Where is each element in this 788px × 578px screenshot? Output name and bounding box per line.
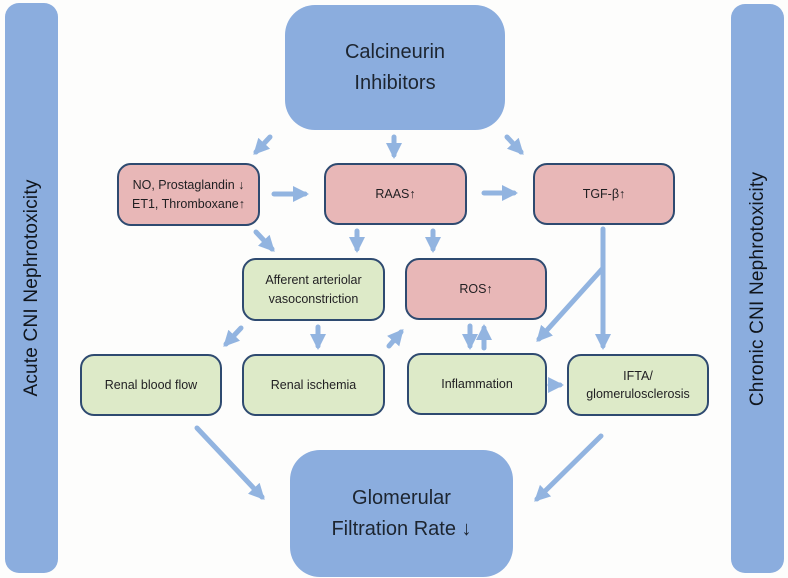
node-label: ROS↑	[459, 281, 493, 296]
node-label: TGF-β↑	[582, 186, 626, 201]
sidebar-acute-label: Acute CNI Nephrotoxicity	[20, 179, 42, 397]
edge-renal_blood_flow-gfr	[194, 425, 265, 500]
edge-afferent-renal_blood_flow	[223, 325, 244, 347]
node-label: Calcineurin Inhibitors	[344, 40, 446, 94]
edge-ifta-gfr	[534, 433, 604, 502]
node-label: RAAS↑	[375, 186, 416, 201]
node-renal-ischemia: Renal ischemia	[242, 354, 385, 416]
node-label: Glomerular Filtration Rate ↓	[331, 486, 472, 540]
node-renal-blood-flow: Renal blood flow	[80, 354, 222, 416]
node-raas: RAAS↑	[324, 163, 467, 225]
node-no-prostaglandin-et1-thromboxane: NO, Prostaglandin ↓ ET1, Thromboxane↑	[117, 163, 260, 226]
node-inflammation: Inflammation	[407, 353, 547, 415]
edge-calcineurin-no_pg	[253, 134, 273, 155]
node-ifta-glomerulosclerosis: IFTA/ glomerulosclerosis	[567, 354, 709, 416]
node-label: Renal ischemia	[270, 377, 357, 392]
node-afferent-arteriolar-vasoconstriction: Afferent arteriolar vasoconstriction	[242, 258, 385, 321]
sidebar-chronic-label: Chronic CNI Nephrotoxicity	[746, 171, 768, 406]
node-label: Renal blood flow	[104, 377, 198, 392]
node-ros: ROS↑	[405, 258, 547, 320]
edge-calcineurin-tgf	[504, 134, 524, 155]
node-label: IFTA/ glomerulosclerosis	[586, 368, 690, 401]
node-glomerular-filtration-rate: Glomerular Filtration Rate ↓	[290, 450, 513, 577]
node-tgf-beta: TGF-β↑	[533, 163, 675, 225]
node-label: NO, Prostaglandin ↓ ET1, Thromboxane↑	[131, 178, 246, 211]
sidebar-acute-cni-nephrotoxicity: Acute CNI Nephrotoxicity	[5, 3, 58, 573]
edge-no_pg-afferent	[253, 229, 275, 252]
node-label: Afferent arteriolar vasoconstriction	[265, 273, 362, 306]
edge-tgf-inflammation	[536, 265, 606, 342]
node-label: Inflammation	[441, 376, 513, 391]
node-calcineurin-inhibitors: Calcineurin Inhibitors	[285, 5, 505, 130]
edge-renal_ischemia-ros	[386, 328, 404, 349]
sidebar-chronic-cni-nephrotoxicity: Chronic CNI Nephrotoxicity	[731, 4, 784, 573]
